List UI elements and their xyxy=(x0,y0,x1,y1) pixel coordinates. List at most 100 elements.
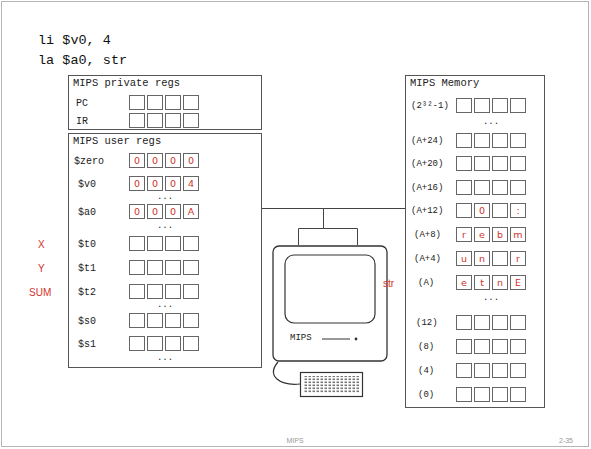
register-name: $t0 xyxy=(78,239,96,250)
memory-address: (A+20) xyxy=(411,159,443,169)
register-name: $a0 xyxy=(78,207,96,218)
cell-value: r xyxy=(516,254,520,264)
register-file-box: MIPS private regs xyxy=(68,75,262,130)
register-cells xyxy=(130,114,199,128)
register-cell: 0 xyxy=(183,153,199,168)
register-name: $s1 xyxy=(78,339,96,350)
register-cell: 0 xyxy=(165,204,181,219)
register-name: $t1 xyxy=(78,263,96,274)
register-cell: 0 xyxy=(147,153,163,168)
memory-cells xyxy=(457,276,526,290)
register-name: IR xyxy=(76,116,88,127)
cell-value: : xyxy=(516,206,519,216)
register-cell: 0 xyxy=(147,176,163,191)
memory-cells xyxy=(457,204,526,218)
memory-cell: r xyxy=(510,251,526,266)
memory-cell: n xyxy=(492,275,508,290)
cell-value: m xyxy=(513,230,522,240)
cell-value: 0 xyxy=(152,156,158,166)
memory-cell: u xyxy=(456,251,472,266)
memory-address: (A+12) xyxy=(411,206,443,216)
memory-cell: e xyxy=(456,275,472,290)
box-title: MIPS user regs xyxy=(73,136,161,148)
memory-address: (8) xyxy=(418,342,434,352)
register-cells xyxy=(130,261,199,275)
memory-cell: n xyxy=(474,251,490,266)
register-name: $t2 xyxy=(78,287,96,298)
register-cells xyxy=(130,205,199,219)
memory-address: (A+4) xyxy=(414,254,441,264)
register-cells xyxy=(130,96,199,110)
bus-wire xyxy=(262,209,324,246)
ellipsis: ... xyxy=(157,353,173,363)
memory-address: (12) xyxy=(416,318,438,328)
cell-value: n xyxy=(497,278,503,288)
power-light xyxy=(355,338,358,341)
memory-address: (A+16) xyxy=(411,183,443,193)
variable-name: X xyxy=(38,239,45,250)
memory-cell: E xyxy=(510,275,526,290)
monitor-outline xyxy=(272,245,388,362)
register-name: $zero xyxy=(74,156,104,167)
ellipsis: ... xyxy=(483,293,499,303)
cell-value: 0 xyxy=(188,156,194,166)
ellipsis: ... xyxy=(483,117,499,127)
memory-cell: t xyxy=(474,275,490,290)
keyboard-keys xyxy=(304,376,359,393)
bus-wire xyxy=(262,208,405,209)
register-cell: 0 xyxy=(129,176,145,191)
cell-value: 0 xyxy=(134,207,140,217)
register-cells xyxy=(130,154,199,168)
memory-cell: r xyxy=(456,227,472,242)
memory-address: (A+8) xyxy=(414,230,441,240)
memory-cells xyxy=(457,340,526,354)
cell-value: 0 xyxy=(134,156,140,166)
cell-value: e xyxy=(479,230,485,240)
memory-cell: m xyxy=(510,227,526,242)
cell-value: n xyxy=(479,254,485,264)
cell-value: b xyxy=(497,230,503,240)
memory-cell: e xyxy=(474,227,490,242)
cell-value: 0 xyxy=(152,179,158,189)
register-cells xyxy=(130,177,199,191)
keyboard-cable xyxy=(274,362,300,384)
memory-box: MIPS Memory0:rebmunretnE xyxy=(405,75,545,408)
cell-value: u xyxy=(461,254,467,264)
register-cells xyxy=(130,237,199,251)
monitor-screen xyxy=(285,255,375,323)
register-cell: A xyxy=(183,204,199,219)
variable-name: SUM xyxy=(29,287,51,298)
cell-value: 0 xyxy=(134,179,140,189)
monitor-label: MIPS xyxy=(290,334,312,343)
memory-address: (A) xyxy=(418,278,434,288)
variable-name: Y xyxy=(38,263,45,274)
bus-wire xyxy=(324,209,406,246)
register-name: $s0 xyxy=(78,316,96,327)
cell-value: 0 xyxy=(170,156,176,166)
register-cells xyxy=(130,337,199,351)
memory-cells xyxy=(457,364,526,378)
box-title: MIPS private regs xyxy=(73,78,180,90)
memory-cell: b xyxy=(492,227,508,242)
memory-cell: : xyxy=(510,203,526,218)
register-name: $v0 xyxy=(78,179,96,190)
monitor-slot xyxy=(322,339,350,340)
memory-cells xyxy=(457,134,526,148)
cell-value: 4 xyxy=(188,179,194,189)
cell-value: 0 xyxy=(170,179,176,189)
memory-cells xyxy=(457,228,526,242)
cell-value: e xyxy=(461,278,467,288)
computer-monitor: MIPS xyxy=(272,245,388,362)
memory-cells xyxy=(457,316,526,330)
register-cell: 4 xyxy=(183,176,199,191)
cell-value: A xyxy=(188,207,195,217)
code-line: li $v0, 4 xyxy=(38,33,111,48)
ellipsis: ... xyxy=(157,300,173,310)
cell-value: 0 xyxy=(170,207,176,217)
register-cell: 0 xyxy=(129,204,145,219)
slide-number: 2-35 xyxy=(559,437,573,444)
cell-value: t xyxy=(480,278,484,288)
